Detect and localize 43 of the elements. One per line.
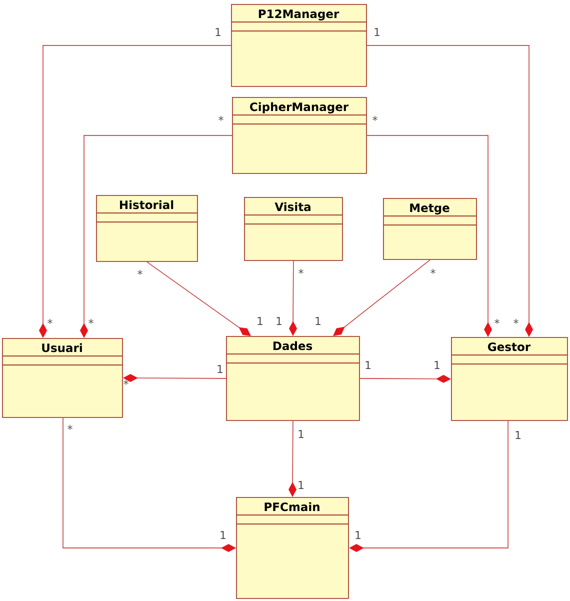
class-box: Historial [96, 195, 198, 262]
multiplicity-label: 1 [434, 361, 440, 369]
composition-line [360, 374, 451, 383]
multiplicity-label: 1 [220, 531, 226, 540]
multiplicity-label: 1 [374, 28, 380, 36]
composition-line [333, 260, 430, 336]
multiplicity-label: 1 [216, 28, 220, 36]
class-box: Metge [382, 198, 477, 260]
multiplicity-label: 1 [218, 365, 222, 373]
class-box: PFCmain [236, 497, 349, 599]
composition-line [146, 262, 251, 336]
multiplicity-label: * [298, 268, 304, 274]
multiplicity-label: * [48, 318, 52, 324]
multiplicity-label: * [494, 318, 500, 324]
multiplicity-label: * [88, 318, 94, 324]
multiplicity-label: * [372, 116, 378, 121]
composition-line [39, 45, 232, 338]
multiplicity-label: 1 [356, 531, 360, 540]
class-box: Dades [226, 336, 360, 421]
class-box: CipherManager [232, 97, 367, 174]
composition-line [289, 260, 297, 336]
class-box: P12Manager [230, 4, 367, 87]
composition-line [366, 45, 533, 337]
multiplicity-label: 1 [258, 317, 262, 325]
multiplicity-label: * [138, 270, 142, 275]
multiplicity-label: * [218, 116, 224, 121]
multiplicity-label: 1 [366, 361, 370, 369]
multiplicity-label: * [514, 318, 518, 324]
class-box: Visita [244, 197, 343, 261]
composition-line [80, 135, 232, 338]
composition-line [288, 420, 296, 497]
class-box: Usuari [2, 338, 123, 418]
multiplicity-label: * [430, 268, 436, 274]
multiplicity-label: * [124, 380, 128, 385]
composition-line [366, 135, 492, 337]
multiplicity-label: 1 [298, 430, 304, 438]
class-box: Gestor [450, 337, 568, 421]
multiplicity-label: 1 [276, 317, 282, 325]
multiplicity-label: 1 [516, 431, 520, 440]
multiplicity-label: 1 [298, 481, 304, 490]
multiplicity-label: * [68, 424, 72, 430]
multiplicity-label: 1 [316, 317, 320, 325]
composition-line [62, 418, 236, 552]
